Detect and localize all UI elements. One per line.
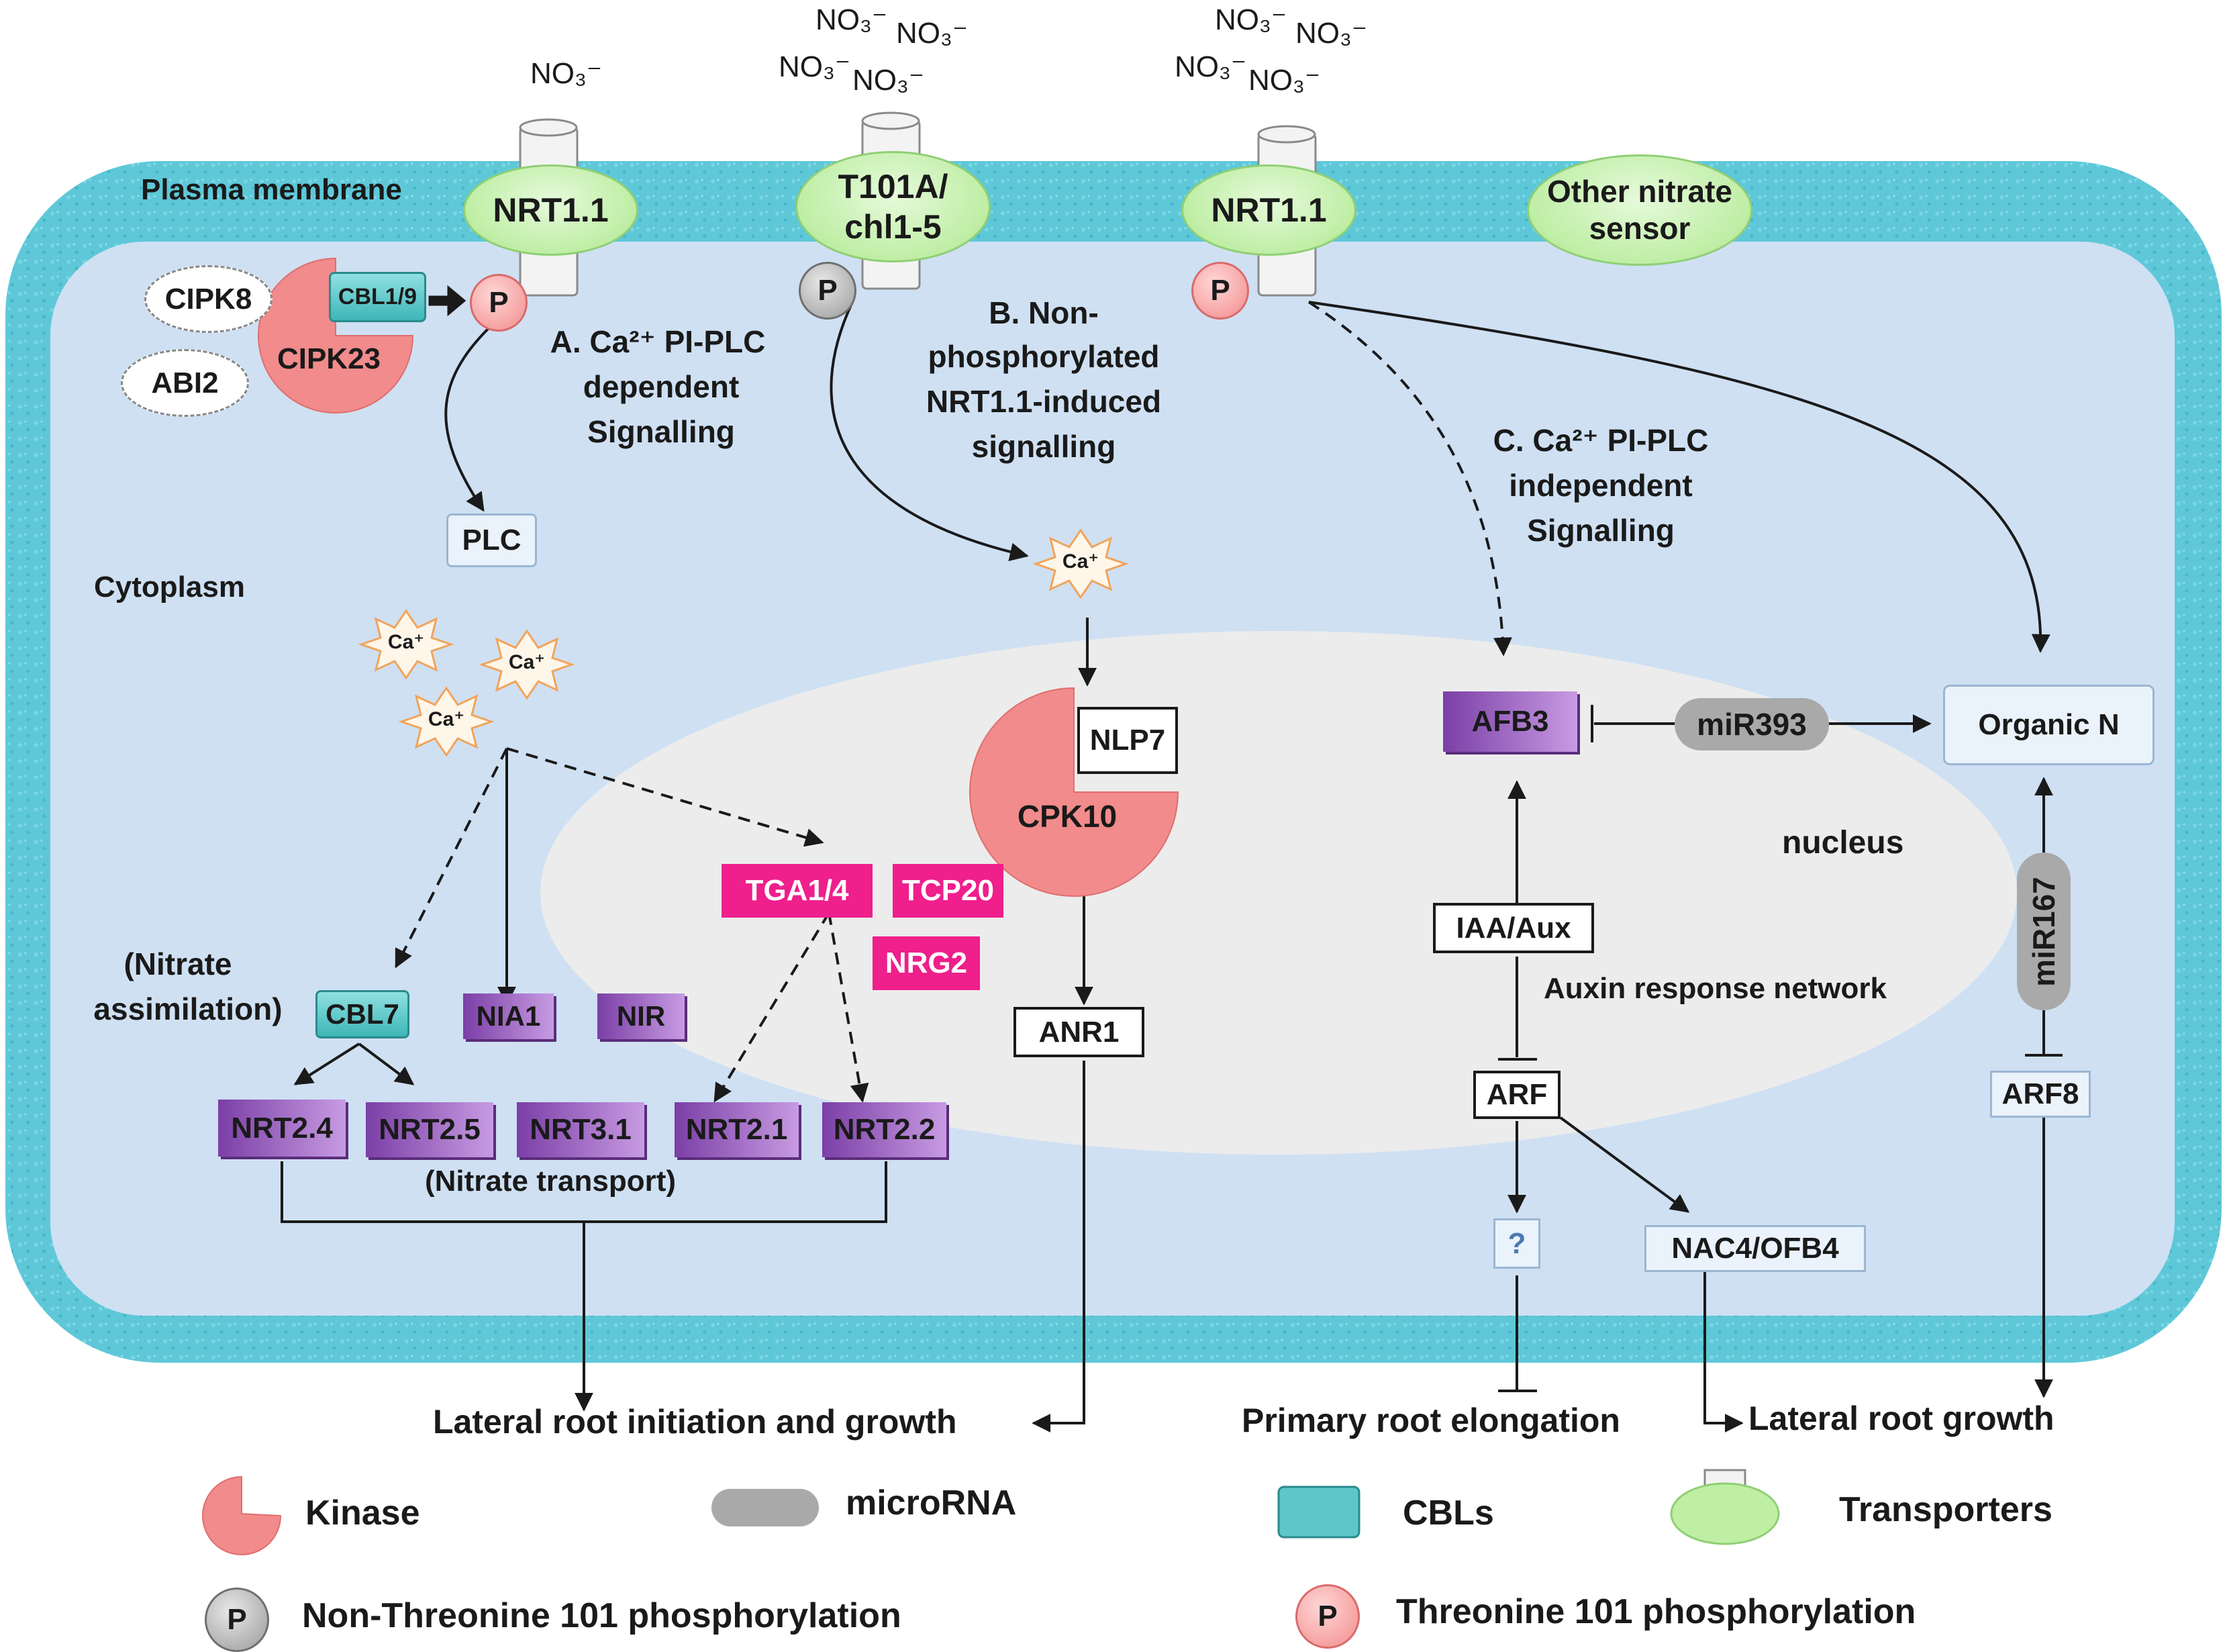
lateral-root-initiation-label: Lateral root initiation and growth bbox=[433, 1403, 957, 1441]
cbl19-box: CBL1/9 bbox=[329, 272, 426, 322]
nucleus-label: nucleus bbox=[1782, 825, 1904, 861]
nrt24-box: NRT2.4 bbox=[218, 1100, 346, 1157]
other-nitrate-sensor: Other nitrate sensor bbox=[1527, 154, 1752, 266]
legend-thr-label: Threonine 101 phosphorylation bbox=[1396, 1592, 1916, 1631]
nrt11-transporter-right: NRT1.1 bbox=[1181, 164, 1356, 256]
calcium-label-2: Ca⁺ bbox=[508, 651, 546, 673]
legend-transporter-symbol bbox=[1670, 1469, 1780, 1545]
afb3-box: AFB3 bbox=[1443, 691, 1577, 752]
legend-microrna-label: microRNA bbox=[846, 1484, 1017, 1522]
cbl-to-p-arrow bbox=[428, 285, 466, 317]
plc-box: PLC bbox=[446, 514, 537, 567]
nitrate-label-4: NO₃⁻ bbox=[779, 50, 851, 83]
t101a-line2: chl1-5 bbox=[844, 208, 942, 246]
arf8-box: ARF8 bbox=[1990, 1071, 2091, 1118]
unknown-factor-box: ? bbox=[1493, 1218, 1540, 1269]
other-sensor-line1: Other nitrate bbox=[1546, 173, 1733, 209]
legend-kinase-label: Kinase bbox=[305, 1494, 420, 1533]
abi2-cloud: ABI2 bbox=[121, 349, 249, 417]
nitrate-label-2: NO₃⁻ bbox=[815, 3, 888, 36]
nrt25-box: NRT2.5 bbox=[366, 1102, 493, 1157]
nitrate-label-7: NO₃⁻ bbox=[1295, 17, 1368, 50]
nitrate-label-6: NO₃⁻ bbox=[1215, 3, 1287, 36]
plasma-membrane-label: Plasma membrane bbox=[141, 173, 402, 206]
mir167-pill: miR167 bbox=[2017, 853, 2071, 1010]
nitrate-label-1: NO₃⁻ bbox=[530, 57, 603, 90]
phospho-p-right: P bbox=[1191, 262, 1249, 320]
nlp7-box: NLP7 bbox=[1077, 707, 1178, 774]
nitrate-label-9: NO₃⁻ bbox=[1248, 64, 1321, 97]
legend-cbl-symbol bbox=[1277, 1486, 1360, 1539]
pathway-a-line2: dependent bbox=[583, 369, 740, 404]
nucleus-area bbox=[540, 631, 2017, 1155]
pathway-a-line1: A. Ca²⁺ PI-PLC bbox=[550, 324, 766, 359]
cpk10-label: CPK10 bbox=[1017, 799, 1118, 834]
nitrate-assimilation-line2: assimilation) bbox=[93, 991, 283, 1026]
tcp20-box: TCP20 bbox=[893, 864, 1003, 918]
cipk8-cloud: CIPK8 bbox=[144, 265, 273, 333]
iaa-aux-box: IAA/Aux bbox=[1433, 903, 1594, 953]
nac4-ofb4-box: NAC4/OFB4 bbox=[1644, 1225, 1866, 1272]
calcium-label-3: Ca⁺ bbox=[428, 708, 465, 730]
organic-n-box: Organic N bbox=[1943, 685, 2155, 765]
pathway-c-line1: C. Ca²⁺ PI-PLC bbox=[1493, 423, 1709, 458]
legend-kinase-symbol bbox=[202, 1475, 282, 1555]
nrt22-box: NRT2.2 bbox=[822, 1102, 946, 1157]
pathway-c-line2: independent bbox=[1509, 468, 1693, 503]
nia1-box: NIA1 bbox=[463, 993, 554, 1039]
calcium-label-4: Ca⁺ bbox=[1062, 550, 1099, 573]
mir167-label: miR167 bbox=[2026, 876, 2061, 987]
phospho-p-left: P bbox=[470, 274, 528, 332]
legend-transporters-label: Transporters bbox=[1839, 1490, 2052, 1529]
nrt11-right-label: NRT1.1 bbox=[1211, 191, 1327, 229]
legend-non-thr-symbol: P bbox=[205, 1588, 269, 1652]
other-sensor-line2: sensor bbox=[1589, 211, 1691, 246]
nitrate-assimilation-line1: (Nitrate bbox=[123, 946, 232, 981]
nrt11-left-label: NRT1.1 bbox=[493, 191, 609, 229]
nrt11-transporter-left: NRT1.1 bbox=[463, 164, 638, 256]
lateral-root-growth-label: Lateral root growth bbox=[1748, 1400, 2055, 1437]
nitrate-transport-label: (Nitrate transport) bbox=[424, 1165, 677, 1198]
calcium-label-1: Ca⁺ bbox=[387, 631, 425, 653]
signal-arrows bbox=[281, 301, 2063, 1432]
pathway-a-line3: Signalling bbox=[587, 414, 735, 449]
nitrate-label-3: NO₃⁻ bbox=[896, 17, 969, 50]
cipk23-label: CIPK23 bbox=[277, 342, 381, 375]
pathway-b-line4: signalling bbox=[971, 429, 1116, 464]
legend-cbls-label: CBLs bbox=[1403, 1494, 1494, 1533]
tga14-box: TGA1/4 bbox=[722, 864, 873, 918]
cytoplasm-label: Cytoplasm bbox=[94, 571, 245, 603]
legend-mirna-symbol bbox=[711, 1489, 819, 1526]
pathway-b-line1: B. Non- bbox=[989, 295, 1099, 330]
nrt21-box: NRT2.1 bbox=[675, 1102, 799, 1157]
pathway-c-line3: Signalling bbox=[1527, 513, 1675, 548]
mir393-pill: miR393 bbox=[1675, 698, 1829, 750]
pathway-b-line3: NRT1.1-induced bbox=[926, 384, 1162, 419]
legend-thr-symbol: P bbox=[1295, 1584, 1360, 1649]
legend-non-thr-label: Non-Threonine 101 phosphorylation bbox=[302, 1596, 901, 1635]
cipk23-kinase bbox=[258, 257, 414, 414]
arf-box: ARF bbox=[1473, 1071, 1561, 1119]
nrt31-box: NRT3.1 bbox=[517, 1102, 644, 1157]
calcium-bursts bbox=[358, 528, 1129, 757]
auxin-network-label: Auxin response network bbox=[1544, 972, 1887, 1005]
pathway-b-line2: phosphorylated bbox=[928, 339, 1160, 374]
t101a-line1: T101A/ bbox=[838, 168, 948, 205]
cbl7-box: CBL7 bbox=[315, 990, 409, 1038]
nitrate-label-8: NO₃⁻ bbox=[1175, 50, 1247, 83]
nrg2-box: NRG2 bbox=[873, 936, 980, 990]
phospho-p-gray: P bbox=[799, 262, 856, 320]
nir-box: NIR bbox=[597, 993, 685, 1039]
primary-root-elongation-label: Primary root elongation bbox=[1242, 1402, 1620, 1439]
nitrate-label-5: NO₃⁻ bbox=[852, 64, 925, 97]
anr1-box: ANR1 bbox=[1013, 1007, 1144, 1057]
t101a-transporter: T101A/ chl1-5 bbox=[795, 151, 991, 262]
